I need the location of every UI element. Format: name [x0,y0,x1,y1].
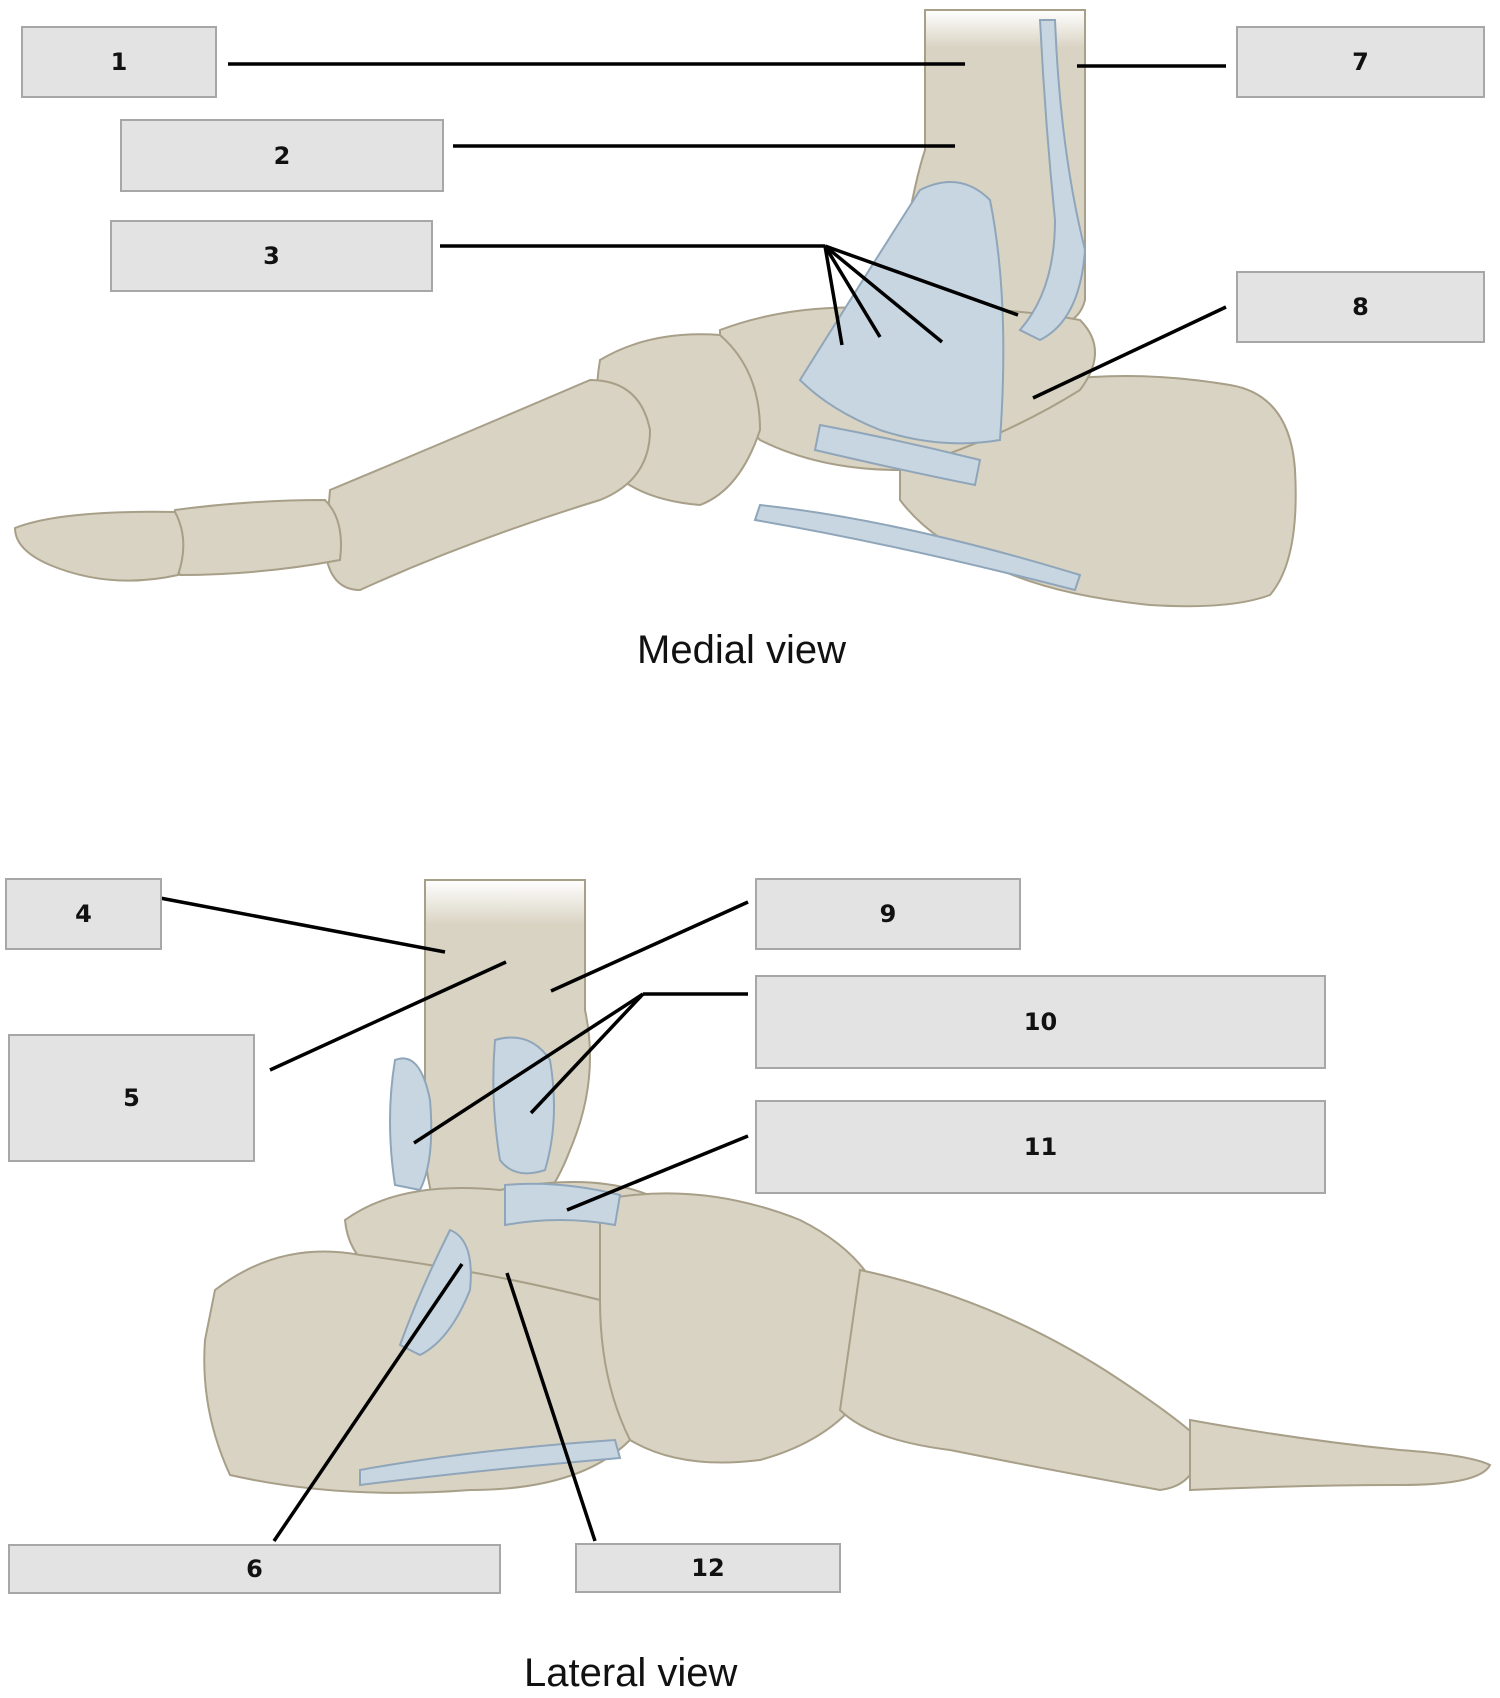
leader-line-11 [566,1134,749,1212]
medial-metatarsal [323,378,652,592]
leader-line-8 [1032,305,1227,400]
leader-line-6 [272,1263,464,1542]
medial-deltoid-ligament [798,181,1005,445]
lateral-view-caption: Lateral view [524,1651,738,1695]
lateral-plantar-ligament [359,1438,622,1487]
label-box-9[interactable]: 9 [755,878,1021,950]
medial-plantar-ligament [753,503,1082,592]
label-box-8[interactable]: 8 [1236,271,1485,343]
medial-spring-ligament [813,423,982,487]
label-box-3[interactable]: 3 [110,220,433,292]
label-box-7[interactable]: 7 [1236,26,1485,98]
medial-leader-lines [228,62,1227,400]
label-box-12[interactable]: 12 [575,1543,841,1593]
leader-line-10b [529,992,645,1115]
label-box-6[interactable]: 6 [8,1544,501,1594]
label-box-4[interactable]: 4 [5,878,162,950]
lateral-leader-lines [159,896,749,1542]
leader-line-3c [823,244,944,344]
leader-line-3d [824,244,1019,317]
leader-line-12 [505,1272,597,1542]
leader-line-10a [413,992,644,1145]
leader-line-9 [550,900,749,993]
lateral-phalanges [1189,1418,1492,1492]
lateral-midfoot [599,1192,892,1464]
lateral-foot-illustration [203,879,1492,1494]
label-box-1[interactable]: 1 [21,26,217,98]
label-box-2[interactable]: 2 [120,119,444,192]
medial-foot-illustration [13,9,1297,608]
leader-line-5 [269,960,507,1072]
lateral-metatarsals [838,1268,1202,1492]
lateral-talofibular-ligament [504,1182,622,1227]
leader-line-3a [823,245,844,346]
label-box-11[interactable]: 11 [755,1100,1326,1194]
leader-line-4 [159,896,446,954]
lateral-posterior-ligament [389,1057,433,1192]
medial-distal-phalanx [13,510,185,582]
label-box-5[interactable]: 5 [8,1034,255,1162]
label-box-10[interactable]: 10 [755,975,1326,1069]
lateral-calcaneofibular-ligament [398,1228,472,1357]
medial-proximal-phalanx [170,498,342,577]
leader-line-3b [823,245,882,338]
medial-view-caption: Medial view [637,628,846,672]
medial-tendon [1018,19,1087,342]
lateral-tibiofibular-ligament [492,1036,555,1175]
